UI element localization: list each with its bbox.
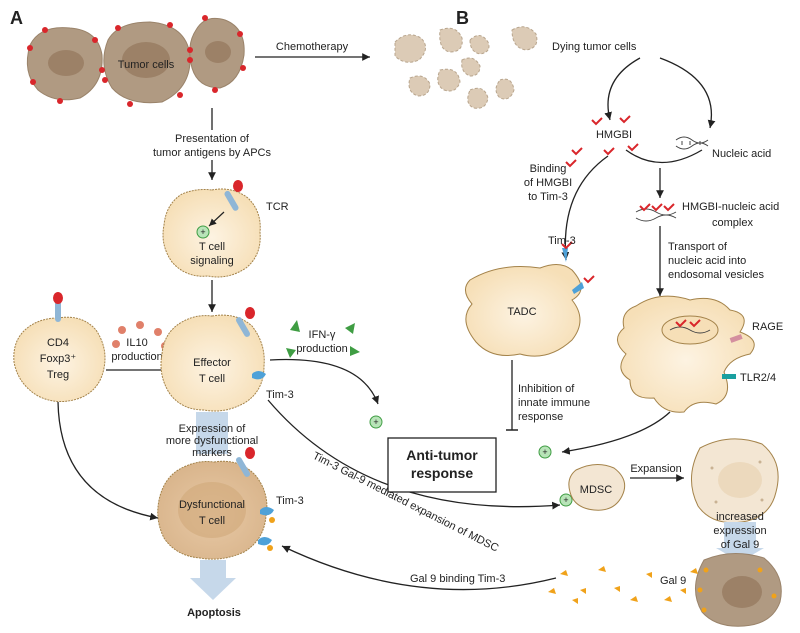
apoptosis-arrow	[190, 560, 236, 600]
gal9-binding-arrow	[281, 545, 557, 591]
endosomal-to-response-arrow	[561, 411, 671, 455]
tim3-dysfunctional-label: Tim-3	[276, 495, 304, 507]
effector-line1: Effector	[193, 357, 231, 369]
il10-line1: IL10	[126, 337, 147, 349]
dysfunctional-t-cell	[157, 447, 275, 560]
complex-line2: complex	[712, 217, 753, 229]
svg-text:+: +	[200, 227, 205, 237]
expression-line3: markers	[192, 447, 232, 459]
dying-to-nucleic-arrow	[659, 57, 716, 129]
mdsc-cell	[568, 464, 626, 511]
inhibition-line3: response	[518, 411, 563, 423]
anti-tumor-box	[387, 437, 497, 493]
expression-arrow	[196, 412, 228, 454]
presentation-line2: tumor antigens by APCs	[153, 147, 272, 159]
chemotherapy-label: Chemotherapy	[276, 41, 349, 53]
tumor-cells-label: Tumor cells	[118, 59, 175, 71]
svg-text:+: +	[373, 417, 378, 427]
gal9-cell	[695, 553, 782, 627]
gal9-label: Gal 9	[660, 575, 686, 587]
binding-arrow	[561, 155, 609, 261]
treg-line3: Treg	[47, 369, 69, 381]
transport-line2: nucleic acid into	[668, 255, 746, 267]
presentation-bg	[130, 130, 300, 160]
join-curve	[625, 149, 703, 164]
t-cell-signaling-line1: T cell	[199, 241, 225, 253]
ifn-to-response-arrow	[269, 358, 379, 405]
dysfunctional-line1: Dysfunctional	[179, 499, 245, 511]
anti-tumor-line1: Anti-tumor	[406, 447, 478, 463]
increased-line3: of Gal 9	[721, 539, 760, 551]
panel-label-a: A	[10, 8, 23, 28]
effector-line2: T cell	[199, 373, 225, 385]
hmgbi-label: HMGBI	[596, 129, 632, 141]
hmgbi-chevrons	[565, 115, 639, 168]
t-cell-signaling-line2: signaling	[190, 255, 233, 267]
complex-line1: HMGBI-nucleic acid	[682, 201, 779, 213]
nucleic-acid-icon	[675, 136, 709, 150]
tumor-cells	[26, 15, 246, 107]
plus-effector	[369, 415, 383, 429]
tim3-tadc-label: Tim-3	[548, 235, 576, 247]
nucleic-acid-label: Nucleic acid	[712, 148, 771, 160]
anti-tumor-line2: response	[411, 465, 473, 481]
apoptosis-label: Apoptosis	[187, 607, 241, 619]
treg-cell	[13, 292, 106, 402]
increased-line1: increased	[716, 511, 764, 523]
gal9-binding-label: Gal 9 binding Tim-3	[410, 573, 505, 585]
ifn-line1: IFN-γ	[309, 329, 336, 341]
expression-line2: more dysfunctional	[166, 435, 258, 447]
inhibition-line2: innate immune	[518, 397, 590, 409]
panel-label-b: B	[456, 8, 469, 28]
expansion-label: Expansion	[630, 463, 681, 475]
treg-line1: CD4	[47, 337, 69, 349]
transport-line3: endosomal vesicles	[668, 269, 764, 281]
presentation-line1: Presentation of	[175, 133, 250, 145]
ifn-line2: production	[296, 343, 347, 355]
binding-line3: to Tim-3	[528, 191, 568, 203]
tcr-label: TCR	[266, 201, 289, 213]
endosomal-cell	[617, 295, 755, 413]
dying-tumor-cells	[394, 26, 538, 109]
expanded-mdsc-cell	[691, 438, 779, 524]
svg-text:+: +	[542, 447, 547, 457]
rage-label: RAGE	[752, 321, 783, 333]
dysfunctional-line2: T cell	[199, 515, 225, 527]
il10-line2: production	[111, 351, 162, 363]
gal9-particles	[548, 566, 698, 604]
tlr-label: TLR2/4	[740, 372, 776, 384]
expression-line1: Expression of	[179, 423, 247, 435]
ifn-triangles	[286, 320, 360, 358]
dying-cells-label: Dying tumor cells	[552, 41, 637, 53]
tadc-cell	[465, 241, 595, 357]
increased-arrow	[716, 522, 764, 562]
binding-line2: of HMGBI	[524, 177, 572, 189]
tadc-label: TADC	[507, 306, 536, 318]
treg-line2: Foxp3⁺	[40, 353, 77, 365]
increased-line2: expression	[713, 525, 766, 537]
effector-t-cell	[160, 307, 266, 412]
dying-to-hmgbi-arrow	[604, 57, 641, 121]
mdsc-label: MDSC	[580, 484, 612, 496]
transport-line1: Transport of	[668, 241, 728, 253]
treg-to-dysfunctional-arrow	[57, 401, 159, 521]
svg-text:+: +	[563, 495, 568, 505]
plus-mdsc	[559, 493, 573, 507]
t-cell-signaling: +	[162, 180, 261, 278]
tim3-effector-label: Tim-3	[266, 389, 294, 401]
binding-line1: Binding	[530, 163, 567, 175]
complex-icon	[635, 203, 677, 222]
inhibition-line1: Inhibition of	[518, 383, 575, 395]
plus-endosomal	[538, 445, 552, 459]
